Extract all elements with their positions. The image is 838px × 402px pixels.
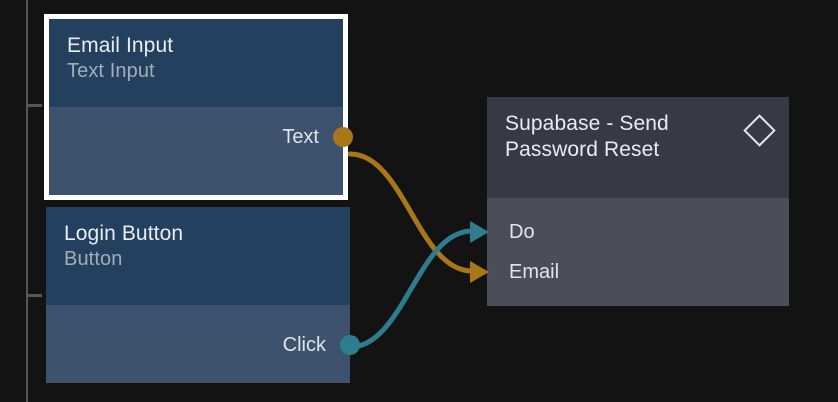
- node-supabase-header[interactable]: Supabase - Send Password Reset: [487, 97, 789, 198]
- node-supabase-body: Do Email: [470, 198, 789, 306]
- node-login-button-subtitle: Button: [64, 248, 123, 270]
- port-out-click-dot[interactable]: [340, 335, 360, 355]
- port-in-do[interactable]: Do: [470, 220, 535, 244]
- node-email-input-title: Email Input: [67, 34, 174, 57]
- ruler-guide-line: [26, 0, 28, 402]
- ruler-tick-1: [26, 104, 42, 107]
- port-in-email[interactable]: Email: [470, 260, 560, 284]
- node-supabase-title: Supabase - Send Password Reset: [505, 112, 669, 161]
- node-login-button[interactable]: Login Button Button Click: [46, 207, 360, 383]
- port-in-do-arrow[interactable]: [470, 221, 489, 243]
- node-email-input[interactable]: Email Input Text Input Text: [44, 14, 353, 200]
- node-login-button-header[interactable]: Login Button Button: [46, 207, 350, 305]
- node-login-button-title: Login Button: [64, 222, 184, 245]
- node-login-button-body: Click: [46, 305, 360, 383]
- edge-text-to-email: [347, 151, 475, 274]
- ruler-tick-2: [26, 294, 42, 297]
- port-out-text[interactable]: Text: [282, 125, 353, 149]
- edge-click-to-do: [347, 228, 475, 350]
- port-out-text-label: Text: [282, 126, 319, 148]
- port-out-click-label: Click: [282, 334, 326, 356]
- port-in-email-label: Email: [509, 261, 560, 283]
- port-in-email-arrow[interactable]: [470, 261, 489, 283]
- node-supabase-send-password-reset[interactable]: Supabase - Send Password Reset Do Email: [470, 97, 789, 306]
- port-out-click[interactable]: Click: [282, 333, 360, 357]
- port-out-text-dot[interactable]: [333, 127, 353, 147]
- port-in-do-label: Do: [509, 221, 535, 243]
- node-email-input-body: Text: [49, 107, 353, 195]
- node-email-input-header[interactable]: Email Input Text Input: [49, 19, 343, 107]
- node-email-input-subtitle: Text Input: [67, 60, 155, 82]
